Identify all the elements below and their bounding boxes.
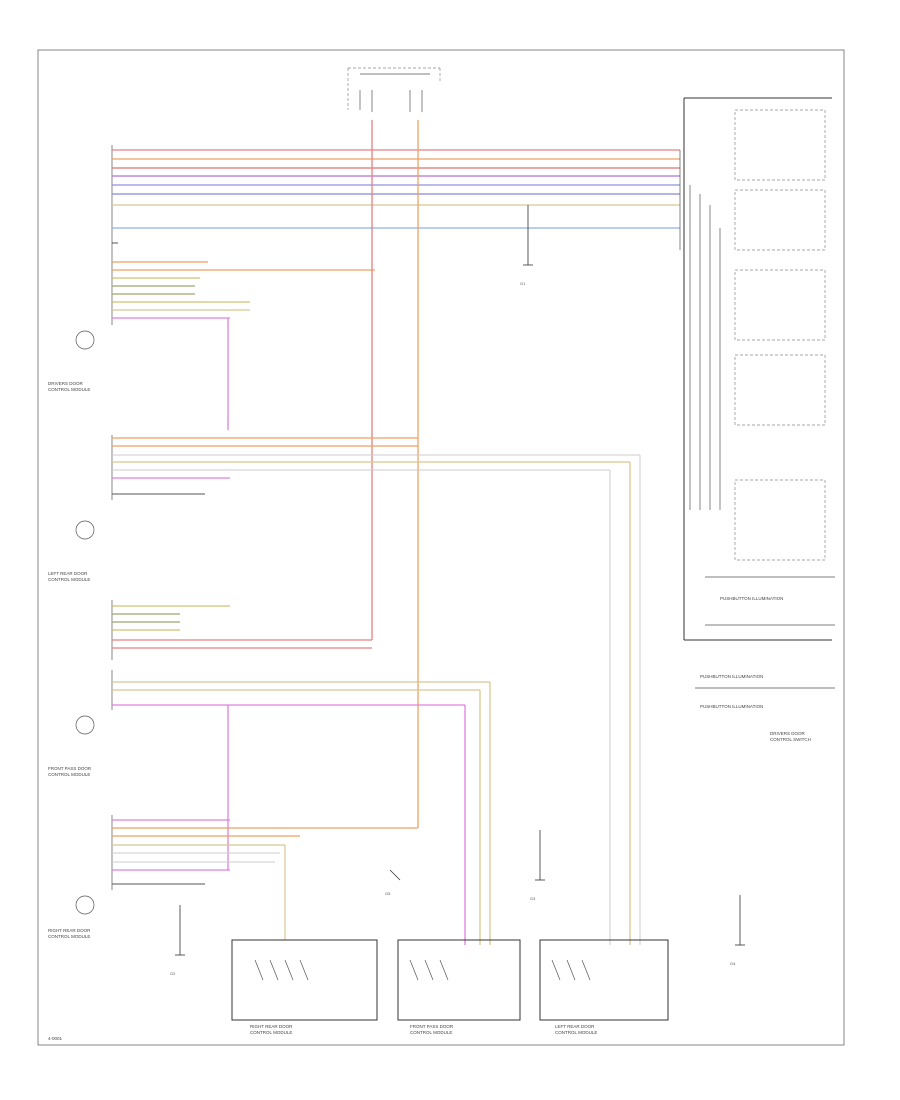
- box-label-2a: FRONT PASS DOOR: [410, 1024, 454, 1029]
- module-box-2: [397, 939, 521, 1021]
- door-module-icons: [75, 330, 95, 915]
- side-label-2a: LEFT REAR DOOR: [48, 571, 88, 576]
- diagram-border: [37, 49, 845, 1046]
- box-label-4b: CONTROL SWITCH: [770, 737, 811, 742]
- side-label-1a: DRIVERS DOOR: [48, 381, 84, 386]
- middle-block-wires: [112, 437, 640, 495]
- ground-symbols: [175, 205, 745, 956]
- panel-label-2: PUSHBUTTON ILLUMINATION: [700, 674, 763, 679]
- panel-label-1: PUSHBUTTON ILLUMINATION: [720, 596, 783, 601]
- top-block-wires: [112, 261, 375, 319]
- bus-wires: [112, 149, 680, 244]
- vertical-trunks: [227, 120, 641, 945]
- box-label-3b: CONTROL MODULE: [555, 1030, 597, 1035]
- side-label-4b: CONTROL MODULE: [48, 934, 90, 939]
- module-box-1: [231, 939, 378, 1021]
- right-switch-column: [695, 109, 835, 689]
- top-fuse-header: [347, 67, 441, 112]
- ground-label-2: G2: [170, 971, 176, 976]
- side-label-1b: CONTROL MODULE: [48, 387, 90, 392]
- ground-label-3: G3: [530, 896, 536, 901]
- side-label-3a: FRONT PASS DOOR: [48, 766, 92, 771]
- ground-label-1: G1: [520, 281, 526, 286]
- box-label-1b: CONTROL MODULE: [250, 1030, 292, 1035]
- bottom-left-wires: [112, 819, 418, 940]
- side-label-2b: CONTROL MODULE: [48, 577, 90, 582]
- side-label-4a: RIGHT REAR DOOR: [48, 928, 91, 933]
- module-box-3: [539, 939, 669, 1021]
- box-label-4a: DRIVERS DOOR: [770, 731, 806, 736]
- box-label-1a: RIGHT REAR DOOR: [250, 1024, 293, 1029]
- ground-label-5: G5: [385, 891, 391, 896]
- ground-label-4: G4: [730, 961, 736, 966]
- panel-label-3: PUSHBUTTON ILLUMINATION: [700, 704, 763, 709]
- right-harness: [679, 97, 832, 641]
- box-label-3a: LEFT REAR DOOR: [555, 1024, 595, 1029]
- side-label-3b: CONTROL MODULE: [48, 772, 90, 777]
- lower-middle-wires: [112, 605, 490, 706]
- bottom-modules: [231, 939, 669, 1021]
- footer-code: 4-0001: [48, 1036, 63, 1041]
- box-label-2b: CONTROL MODULE: [410, 1030, 452, 1035]
